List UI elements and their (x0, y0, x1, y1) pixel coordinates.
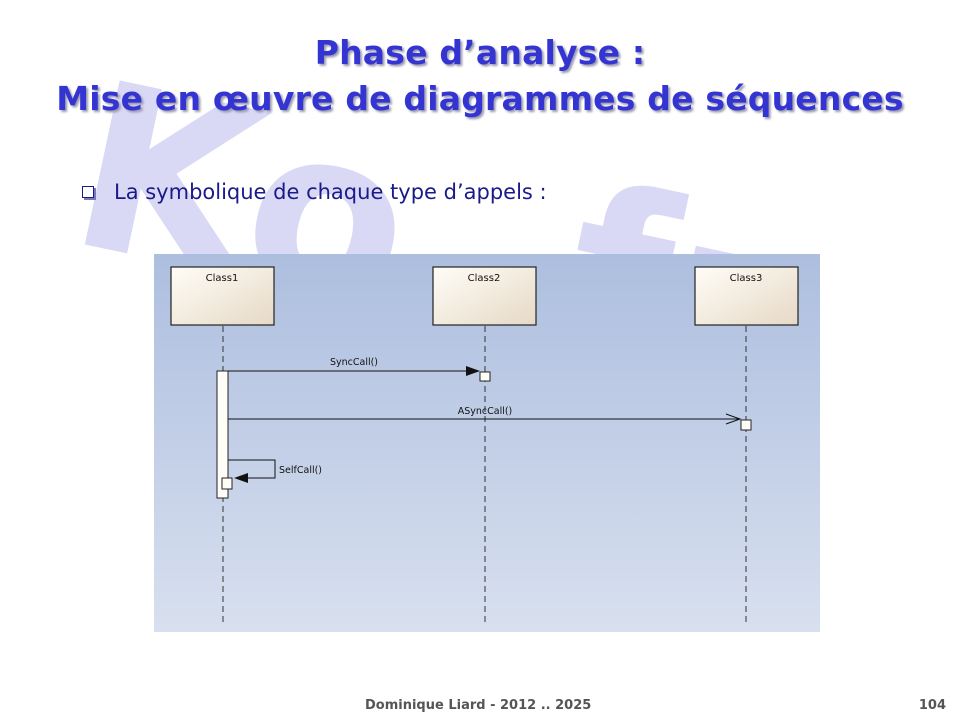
lifeline-label-class2: Class2 (468, 273, 501, 284)
activation-bar-class3 (740, 419, 752, 431)
lifeline-box-class1: Class1 (170, 266, 275, 326)
activation-bar-class1 (216, 370, 229, 499)
self-activation-bar (221, 477, 233, 490)
message-self-call: SelfCall() (228, 459, 322, 483)
self-arrowhead-icon (234, 473, 248, 483)
async-arrowhead-icon (725, 413, 742, 425)
message-label-async: ASyncCall() (458, 406, 513, 417)
message-sync-call: SyncCall() (228, 357, 480, 376)
message-label-sync: SyncCall() (330, 357, 378, 368)
message-async-call: ASyncCall() (228, 406, 742, 425)
checkbox-bullet-icon (82, 186, 94, 198)
footer-author: Dominique Liard - 2012 .. 2025 (365, 698, 592, 713)
lifeline-label-class1: Class1 (206, 273, 239, 284)
bullet-item: La symbolique de chaque type d’appels : (82, 180, 547, 204)
message-label-self: SelfCall() (279, 465, 322, 476)
bullet-text: La symbolique de chaque type d’appels : (114, 180, 547, 204)
activation-bar-class2 (479, 371, 491, 382)
slide-title: Phase d’analyse : Mise en œuvre de diagr… (0, 30, 960, 122)
title-line-2: Mise en œuvre de diagrammes de séquences (56, 79, 904, 118)
title-line-1: Phase d’analyse : (314, 33, 646, 72)
sequence-diagram: Class1 Class2 Class3 SyncCall() ASyncCal… (154, 254, 820, 632)
lifeline-label-class3: Class3 (730, 273, 763, 284)
sync-arrowhead-icon (466, 366, 480, 376)
lifeline-box-class3: Class3 (694, 266, 799, 326)
page-number: 104 (918, 698, 946, 713)
lifeline-box-class2: Class2 (432, 266, 537, 326)
